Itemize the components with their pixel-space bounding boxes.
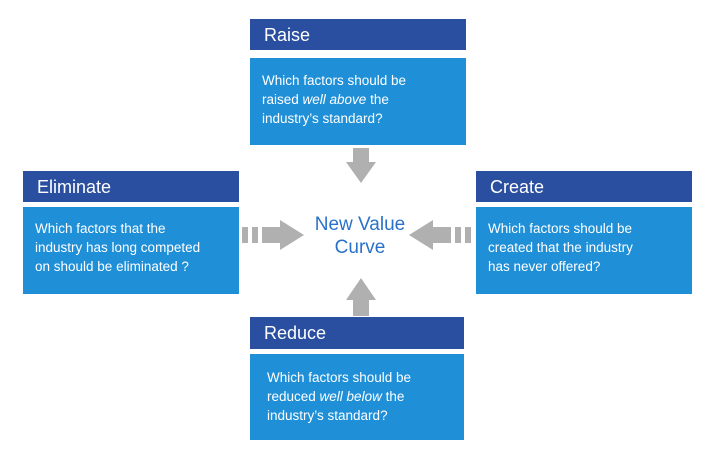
arrow-right-icon bbox=[242, 220, 304, 250]
eliminate-box: Which factors that the industry has long… bbox=[23, 207, 239, 294]
center-line-1: New Value bbox=[314, 214, 406, 235]
eliminate-header: Eliminate bbox=[23, 171, 239, 202]
eliminate-line-3: on should be eliminated ? bbox=[35, 259, 189, 274]
center-line-2: Curve bbox=[334, 237, 386, 258]
raise-header: Raise bbox=[250, 19, 466, 50]
new-value-curve-label: New Value Curve bbox=[290, 213, 430, 259]
raise-box: Which factors should be raised well abov… bbox=[250, 58, 466, 145]
create-header: Create bbox=[476, 171, 692, 202]
arrow-down-icon bbox=[346, 148, 376, 183]
arrow-up-icon bbox=[346, 278, 376, 316]
reduce-box: Which factors should be reduced well bel… bbox=[250, 354, 464, 440]
create-line-3: has never offered? bbox=[488, 259, 601, 274]
reduce-line-1: Which factors should be bbox=[267, 370, 412, 385]
reduce-title: Reduce bbox=[264, 323, 327, 343]
eliminate-line-1: Which factors that the bbox=[35, 221, 166, 236]
raise-line-1: Which factors should be bbox=[262, 73, 407, 88]
create-box: Which factors should be created that the… bbox=[476, 207, 692, 294]
create-line-1: Which factors should be bbox=[488, 221, 633, 236]
raise-title: Raise bbox=[264, 24, 311, 45]
reduce-line-2: reduced well below the bbox=[267, 389, 405, 404]
eliminate-title: Eliminate bbox=[37, 176, 112, 197]
reduce-line-3: industry’s standard? bbox=[267, 408, 388, 423]
eliminate-line-2: industry has long competed bbox=[35, 240, 201, 255]
raise-line-2: raised well above the bbox=[262, 92, 389, 107]
create-title: Create bbox=[490, 176, 545, 197]
arrow-left-icon bbox=[409, 220, 471, 250]
raise-line-3: industry’s standard? bbox=[262, 111, 383, 126]
reduce-header: Reduce bbox=[250, 317, 464, 349]
create-line-2: created that the industry bbox=[488, 240, 633, 255]
